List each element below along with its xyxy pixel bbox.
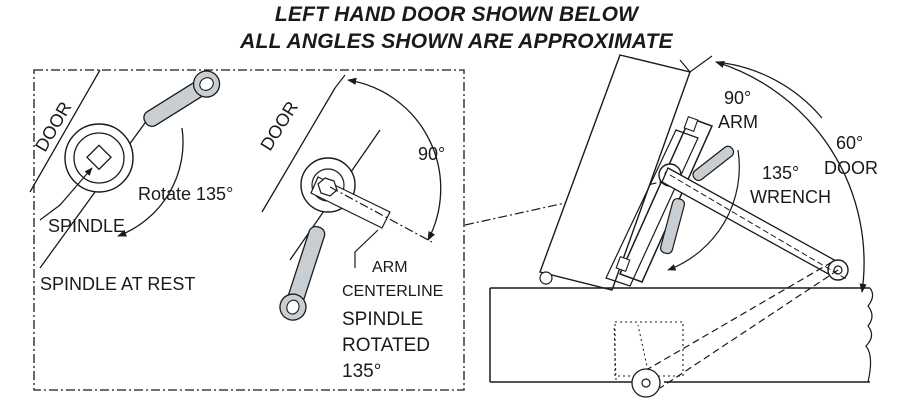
diagram-title-line-2: ALL ANGLES SHOWN ARE APPROXIMATE	[240, 30, 673, 53]
arm-label: ARM	[718, 112, 758, 132]
left-panel-spindle-at-rest: DOOR Rotate 135° SPINDLE SPINDLE AT REST	[29, 69, 233, 294]
door-hinge-icon	[539, 271, 553, 285]
spindle-label: SPINDLE	[48, 216, 125, 236]
middle-90-degree-arc	[347, 77, 442, 241]
wrench-135-degree-label: 135°	[762, 163, 799, 183]
frame-break-line	[865, 287, 874, 383]
door-reference-line	[689, 55, 713, 73]
arm-centerline-dashdot	[329, 186, 433, 243]
detail-boundary-dashdot	[33, 69, 465, 391]
door-label: DOOR	[824, 158, 878, 178]
middle-wrench-icon	[279, 225, 326, 321]
door-top-edge	[679, 59, 691, 73]
left-door-edge-upper	[29, 69, 101, 193]
diagram-title-line-1: LEFT HAND DOOR SHOWN BELOW	[274, 3, 639, 26]
middle-90-degree-label: 90°	[418, 144, 445, 164]
forearm-dashed-upper	[635, 261, 833, 377]
spindle-rotated-label-line-2: ROTATED	[342, 335, 430, 356]
spindle-at-rest-caption: SPINDLE AT REST	[40, 274, 195, 294]
rotate-135-arc-arrow	[117, 127, 184, 237]
wrench-135-degree-arc	[667, 149, 740, 271]
spindle-hex-icon	[317, 177, 338, 197]
spindle-rotated-label-line-3: 135°	[342, 361, 381, 382]
closer-tab-upper	[683, 115, 699, 133]
wrench-label: WRENCH	[750, 187, 831, 207]
middle-panel-spindle-rotated: DOOR 90° ARM CENTERLINE SPINDLE ROTATED …	[256, 74, 445, 382]
spindle-square-icon	[86, 144, 112, 171]
left-wrench-icon	[143, 70, 221, 127]
hidden-bracket-line-a	[613, 324, 617, 381]
door-60-degree-arc	[715, 60, 867, 293]
spindle-rotated-label-line-1: SPINDLE	[342, 309, 423, 330]
arm-centerline-label-line-2: CENTERLINE	[342, 283, 443, 300]
rotate-135-label: Rotate 135°	[138, 184, 233, 204]
right-panel-closer-installation: 90° ARM 135° WRENCH 60° DOOR	[489, 54, 878, 398]
spindle-leader-arrow	[39, 167, 93, 221]
arm-centerline-leader	[354, 229, 379, 268]
middle-door-label: DOOR	[256, 98, 302, 154]
forearm-dashed	[659, 269, 839, 389]
arm-centerline-label-line-1: ARM	[372, 259, 408, 276]
closer-cover	[605, 129, 699, 287]
door-slab	[539, 54, 691, 291]
door-60-degree-label: 60°	[836, 133, 863, 153]
hidden-bracket-line-b	[637, 324, 651, 381]
middle-door-edge-upper	[261, 87, 336, 213]
arm-wrench-lower-icon	[659, 197, 686, 255]
arm-90-degree-label: 90°	[724, 88, 751, 108]
closer-tab-lower	[615, 255, 631, 273]
middle-door-reference-line	[334, 74, 346, 89]
frame-shoe-inner	[641, 378, 651, 388]
